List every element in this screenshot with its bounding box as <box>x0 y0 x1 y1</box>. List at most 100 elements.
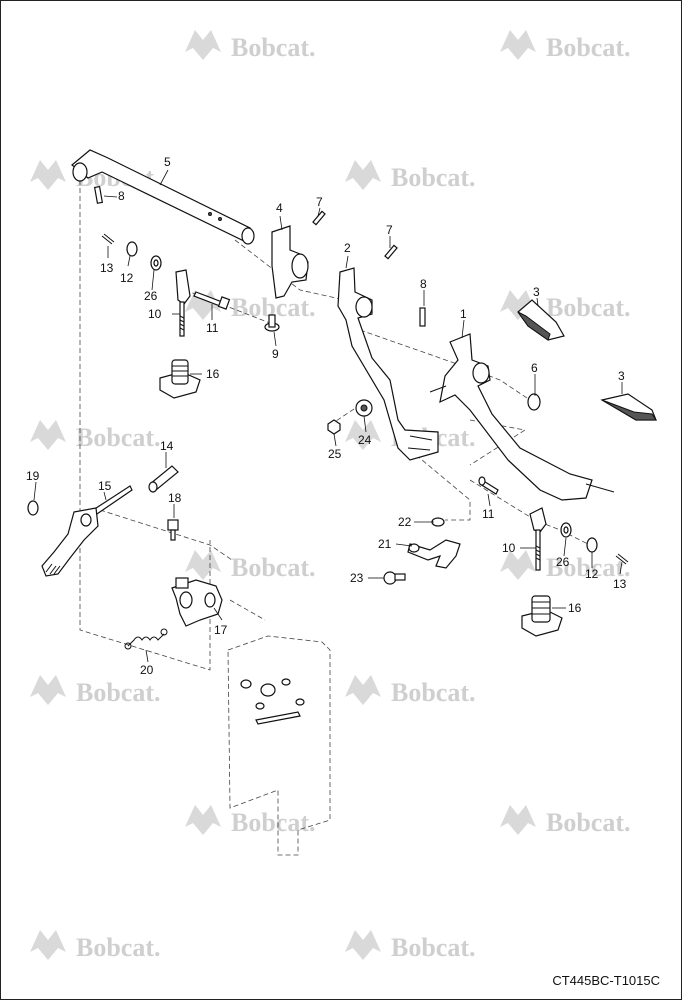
callout-11: 11 <box>206 321 219 335</box>
watermark: Bobcat. <box>500 290 631 322</box>
part-4-lever[interactable] <box>271 225 309 299</box>
watermark: Bobcat. <box>185 805 316 837</box>
callout-23: 23 <box>350 571 364 585</box>
watermark: Bobcat. <box>345 675 476 707</box>
watermark: Bobcat. <box>30 930 161 962</box>
callouts: 5 8 4 7 2 7 8 1 3 3 6 13 12 26 10 11 9 1… <box>26 155 627 677</box>
part-12-washer[interactable] <box>586 537 598 553</box>
part-9-bolt[interactable] <box>264 314 280 332</box>
callout-20: 20 <box>140 663 154 677</box>
watermark-text: Bobcat. <box>391 678 476 707</box>
watermark: Bobcat. <box>345 930 476 962</box>
callout-25: 25 <box>328 447 342 461</box>
part-5-cross-shaft[interactable] <box>71 149 255 245</box>
callout-5: 5 <box>164 155 171 169</box>
part-16-spring-seat[interactable] <box>521 595 563 637</box>
part-8-spring-pin[interactable] <box>93 185 104 204</box>
part-8-spring-pin[interactable] <box>419 307 426 327</box>
callout-6: 6 <box>531 361 538 375</box>
part-16-spring-seat[interactable] <box>159 359 201 399</box>
part-6-snap-ring[interactable] <box>527 393 541 411</box>
callout-13: 13 <box>613 577 627 591</box>
callout-26: 26 <box>556 555 570 569</box>
watermark-text: Bobcat. <box>546 33 631 62</box>
watermark-text: Bobcat. <box>76 933 161 962</box>
watermark-text: Bobcat. <box>231 33 316 62</box>
part-2-pedal-arm[interactable] <box>337 267 439 461</box>
callout-22: 22 <box>398 515 412 529</box>
part-3-pedal-pad[interactable] <box>600 393 657 421</box>
watermark: Bobcat. <box>30 675 161 707</box>
part-11-bolt[interactable] <box>478 476 499 495</box>
callout-12: 12 <box>120 271 134 285</box>
part-17-bracket[interactable] <box>171 577 223 627</box>
part-14-grip[interactable] <box>148 465 179 493</box>
watermark-text: Bobcat. <box>231 553 316 582</box>
part-7-pin[interactable] <box>312 210 326 226</box>
callout-10: 10 <box>148 307 162 321</box>
watermark-text: Bobcat. <box>76 678 161 707</box>
part-13-cotter-pin[interactable] <box>615 553 629 565</box>
callout-8: 8 <box>420 277 427 291</box>
watermark: Bobcat. <box>345 160 476 192</box>
part-15-lever-rod[interactable] <box>41 485 133 577</box>
part-26-washer[interactable] <box>560 522 572 538</box>
floor-plate <box>227 635 331 856</box>
callout-16: 16 <box>568 601 582 615</box>
watermark: Bobcat. <box>500 550 631 582</box>
watermark: Bobcat. <box>185 30 316 62</box>
callout-2: 2 <box>344 241 351 255</box>
drawing-code: CT445BC-T1015C <box>552 973 660 988</box>
callout-8: 8 <box>118 189 125 203</box>
callout-19: 19 <box>26 469 40 483</box>
callout-21: 21 <box>378 537 392 551</box>
callout-15: 15 <box>98 479 112 493</box>
part-20-spring[interactable] <box>124 628 168 650</box>
watermark-text: Bobcat. <box>391 933 476 962</box>
watermark: Bobcat. <box>185 550 316 582</box>
part-26-washer[interactable] <box>150 255 162 271</box>
part-24-bushing[interactable] <box>355 399 373 417</box>
part-10-rod-end[interactable] <box>175 269 191 337</box>
watermark: Bobcat. <box>500 30 631 62</box>
part-10-rod-end[interactable] <box>529 507 547 571</box>
part-23-bolt[interactable] <box>383 571 406 585</box>
part-21-bracket[interactable] <box>407 539 461 569</box>
watermark-text: Bobcat. <box>546 808 631 837</box>
callout-10: 10 <box>502 541 516 555</box>
watermark-text: Bobcat. <box>546 293 631 322</box>
watermark-text: Bobcat. <box>76 423 161 452</box>
callout-13: 13 <box>100 261 114 275</box>
callout-9: 9 <box>272 347 279 361</box>
callout-11: 11 <box>482 507 495 521</box>
watermark-text: Bobcat. <box>231 808 316 837</box>
watermark: Bobcat. <box>30 420 161 452</box>
watermark-text: Bobcat. <box>546 553 631 582</box>
part-19-clip[interactable] <box>27 500 39 516</box>
part-11-bolt[interactable] <box>193 291 231 310</box>
callout-7: 7 <box>386 223 393 237</box>
part-7-pin[interactable] <box>384 244 398 260</box>
callout-26: 26 <box>144 289 158 303</box>
part-18-bolt[interactable] <box>167 519 179 541</box>
part-1-pedal-arm[interactable] <box>429 333 615 501</box>
callout-16: 16 <box>206 367 220 381</box>
part-12-washer[interactable] <box>126 241 138 257</box>
callout-14: 14 <box>160 439 174 453</box>
watermark: Bobcat. <box>500 805 631 837</box>
callout-12: 12 <box>585 567 599 581</box>
watermark-text: Bobcat. <box>391 163 476 192</box>
part-13-cotter-pin[interactable] <box>101 233 115 245</box>
leader-lines <box>33 169 623 663</box>
callout-3: 3 <box>618 369 625 383</box>
part-3-pedal-pad[interactable] <box>517 299 565 341</box>
callout-17: 17 <box>214 623 228 637</box>
callout-18: 18 <box>168 491 182 505</box>
callout-7: 7 <box>316 195 323 209</box>
callout-24: 24 <box>358 433 372 447</box>
callout-3: 3 <box>533 285 540 299</box>
callout-1: 1 <box>460 307 467 321</box>
watermark-layer: Bobcat. Bobcat. Bobcat. Bobcat. Bobcat. … <box>30 30 631 962</box>
part-25-nut[interactable] <box>327 419 341 435</box>
